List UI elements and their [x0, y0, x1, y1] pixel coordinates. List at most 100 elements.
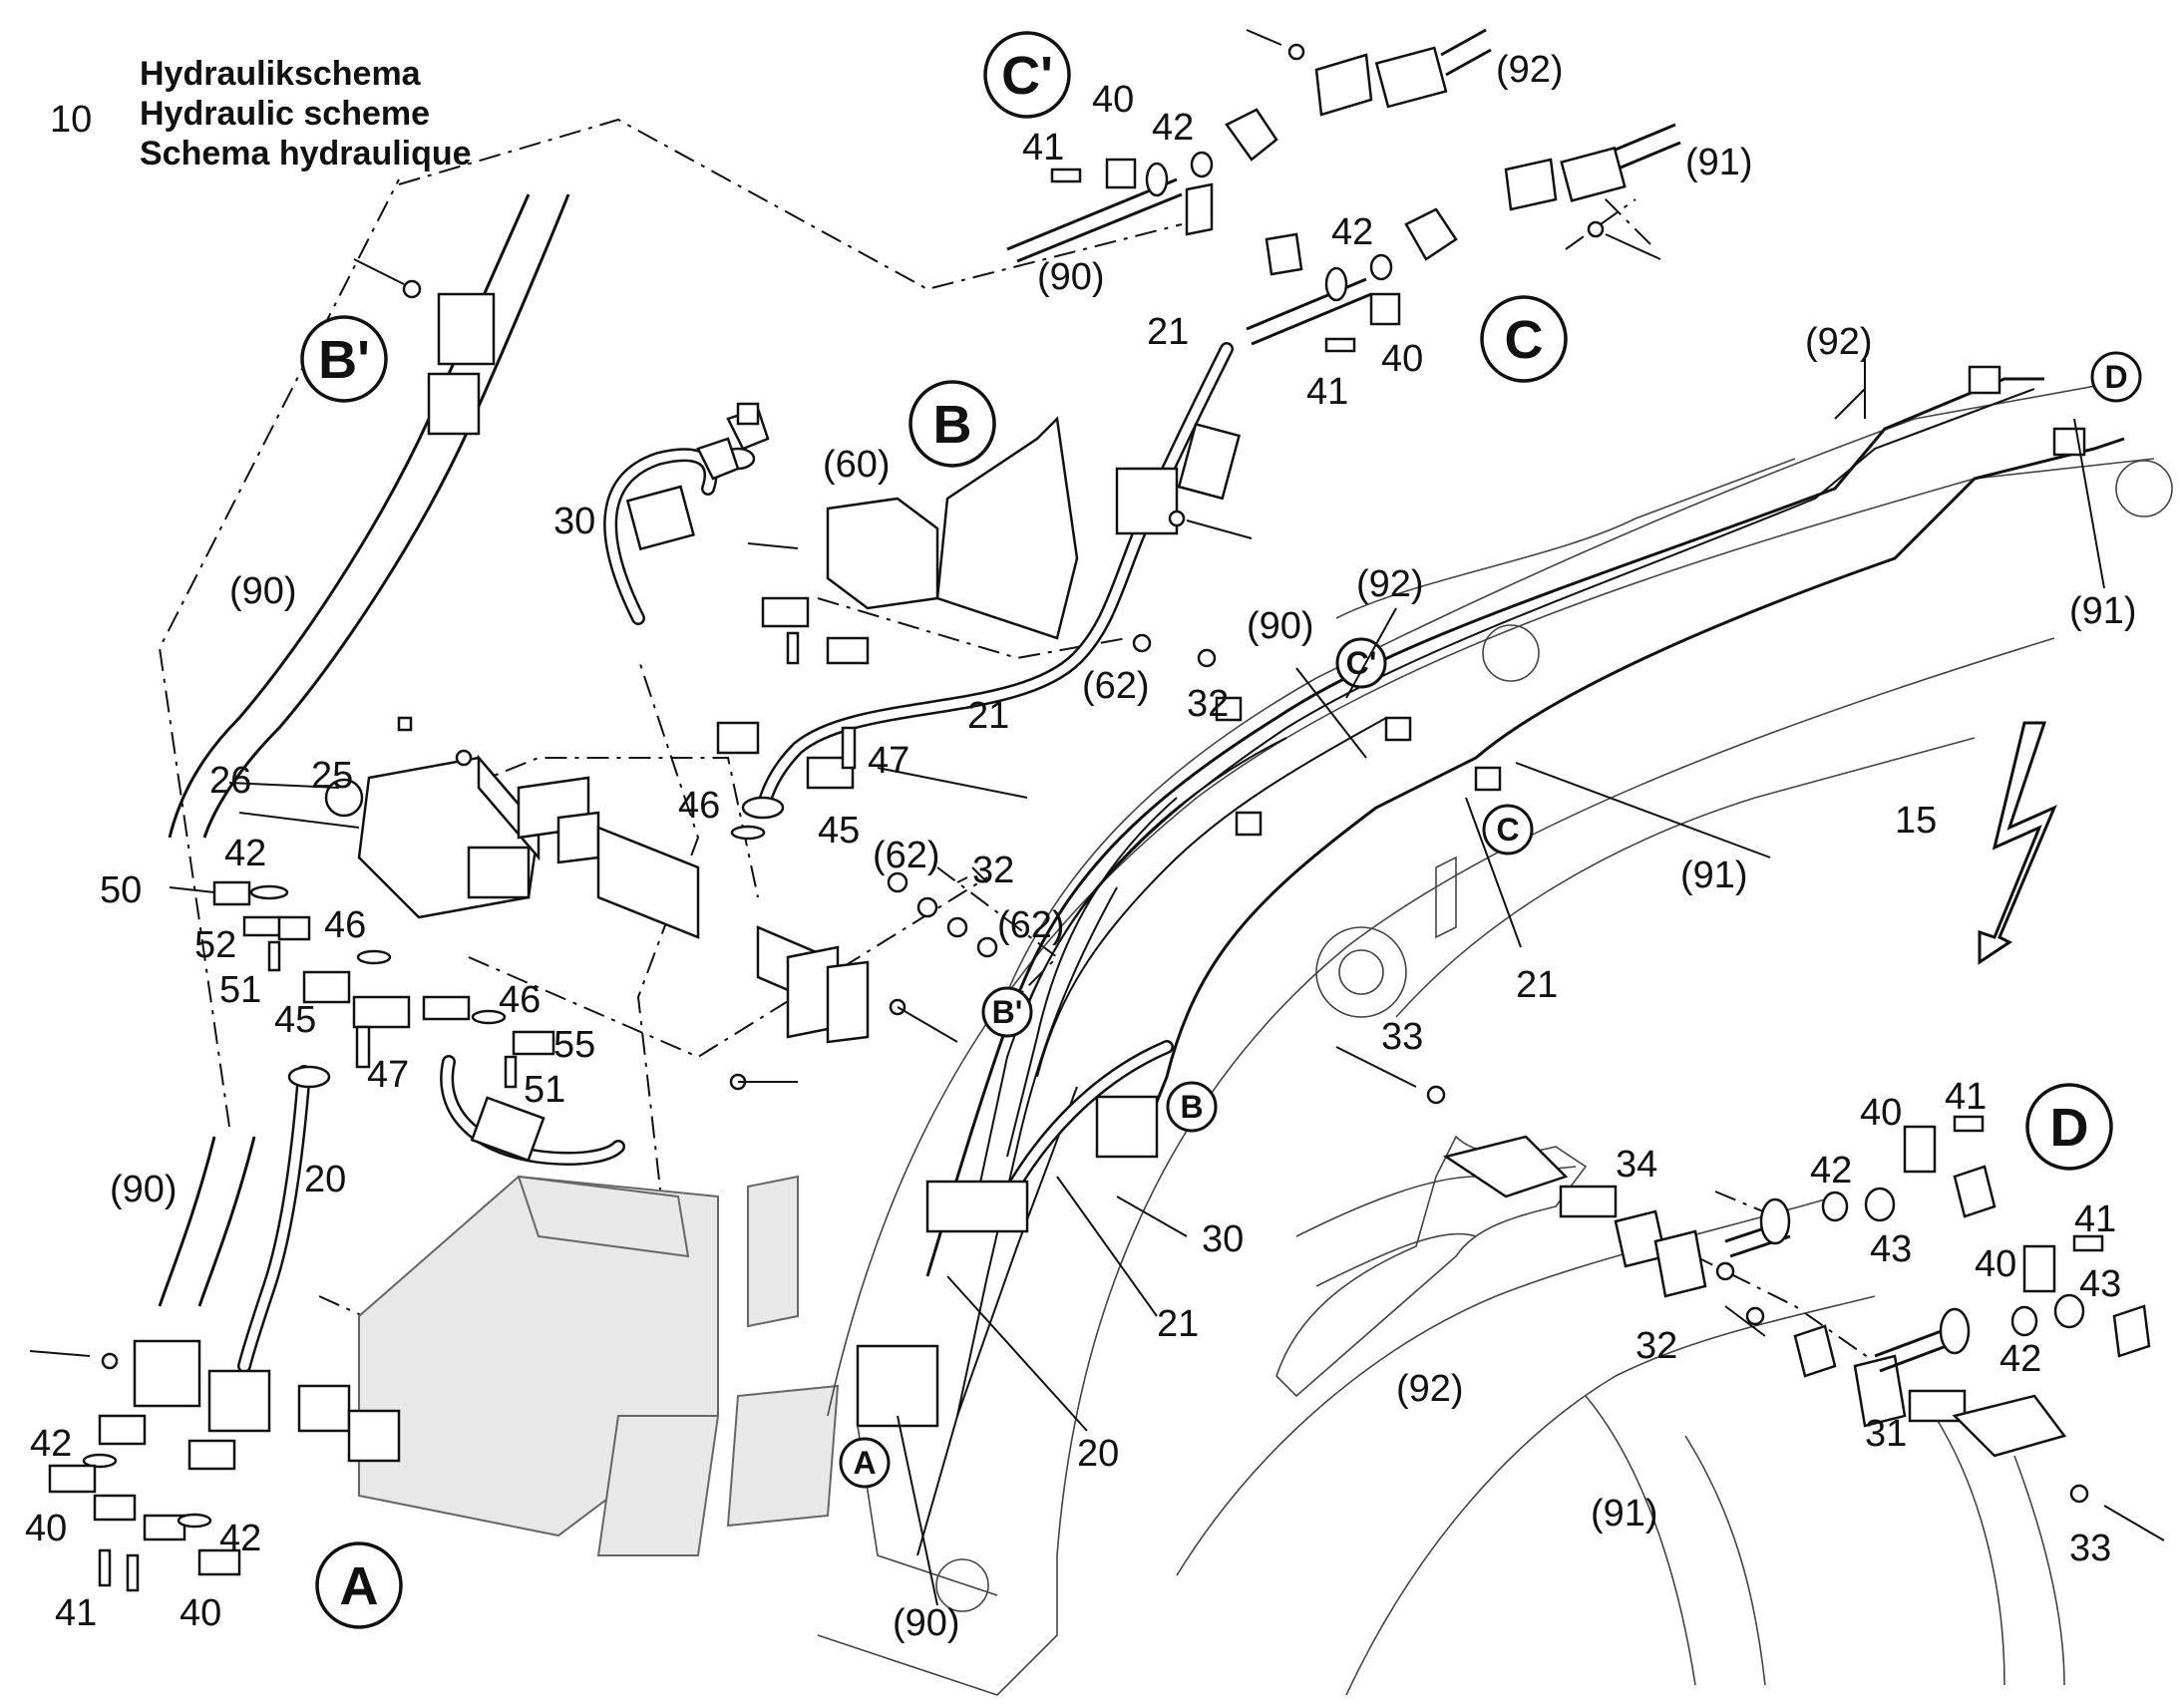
washer-62 [1132, 633, 1152, 653]
flange-half-a1 [98, 1414, 147, 1446]
boom-marker-c [1482, 804, 1534, 855]
washer-d1 [1715, 1261, 1735, 1281]
bolt-41-a [98, 1548, 112, 1587]
callout-91-lower: (91) [1591, 1493, 1658, 1535]
title-en: Hydraulic scheme [140, 95, 430, 133]
bolt-51-b [504, 1055, 518, 1089]
callout-43-d2: 43 [2079, 1263, 2121, 1305]
callout-32-d: 32 [1635, 1325, 1677, 1367]
callout-62-a: (62) [1082, 665, 1150, 707]
clamp-40-c [1265, 232, 1303, 276]
view-arrow-15 [1978, 721, 2057, 965]
detail-marker-c [1480, 295, 1568, 383]
o-ring-42-g [1821, 1191, 1849, 1222]
callout-32-a: 32 [1187, 683, 1229, 725]
mounting-brackets [455, 749, 958, 1091]
bracket-b [935, 416, 1079, 640]
block-34 [1559, 1185, 1618, 1218]
callout-91-boom: (91) [2069, 590, 2137, 632]
washer-62-b [887, 871, 908, 893]
boom-manifold [856, 1344, 939, 1428]
clamp-half-cp [1185, 182, 1214, 236]
valve-block-25 [212, 716, 555, 1089]
callout-leaders [169, 359, 2105, 1606]
clamp-d4 [1853, 1354, 1907, 1428]
header: 10 Hydraulikschema Hydraulic scheme Sche… [50, 55, 472, 172]
callout-92-mid: (92) [1356, 563, 1424, 605]
nut-32 [1197, 648, 1217, 668]
fitting-52 [242, 915, 281, 937]
detail-a-assembly [29, 1175, 840, 1592]
callout-52: 52 [194, 924, 236, 966]
callout-46-b: 46 [678, 785, 720, 827]
callout-41-a: 41 [55, 1592, 97, 1634]
callout-51-b: 51 [524, 1069, 565, 1111]
bolt-47 [355, 1025, 371, 1069]
boom-clamp-2 [1215, 696, 1243, 722]
o-ring-42-h [2010, 1305, 2038, 1337]
callout-92-boom: (92) [1805, 321, 1873, 363]
callout-42-c-a: 42 [219, 1518, 261, 1559]
detail-marker-b-prime [300, 315, 388, 403]
clamp-d2 [1653, 1229, 1707, 1298]
excavator-boom [817, 378, 2173, 1696]
o-ring-42-d [177, 1513, 212, 1529]
clamp-half-d2 [2112, 1304, 2151, 1358]
detail-label-d: D [2050, 1098, 2089, 1158]
valve-port [467, 846, 531, 899]
pipe-20-flange [287, 1065, 331, 1089]
callout-21-top: 21 [1147, 311, 1189, 353]
boom-pin [1482, 624, 1540, 682]
boom-marker-b [1166, 1081, 1218, 1133]
bolt-41-b [126, 1553, 140, 1592]
callout-32-b: 32 [972, 850, 1014, 891]
flange-plate-c-prime [1225, 108, 1278, 162]
callout-41-d2: 41 [2074, 1198, 2116, 1240]
callout-91-top: (91) [1685, 142, 1753, 183]
title-fr: Schema hydraulique [140, 135, 472, 172]
callout-21-mid: 21 [967, 695, 1009, 737]
bolt-41-d2 [2072, 1234, 2104, 1252]
callout-40-cp: 40 [1092, 79, 1134, 121]
callout-labels: (92) 40 42 41 (91) (90) 42 21 40 41 (92)… [25, 49, 2137, 1644]
callout-90-cp: (90) [1037, 256, 1105, 298]
callout-15: 15 [1895, 800, 1937, 842]
detail-marker-b [908, 380, 996, 468]
callout-92-lower: (92) [1396, 1368, 1464, 1410]
detail-marker-c-prime [983, 31, 1071, 119]
detail-b-assembly [696, 402, 1253, 958]
pipe-21 [741, 342, 1234, 820]
detail-label-c-prime: C' [1001, 46, 1053, 106]
boom-valve-b [1095, 1095, 1159, 1159]
title-de: Hydraulikschema [140, 55, 422, 93]
boom-clamp-c [1474, 766, 1502, 792]
callout-90-bottom: (90) [893, 1602, 960, 1644]
nut-d1 [1745, 1306, 1765, 1326]
fitting-46 [422, 995, 471, 1021]
detail-d-assembly [1176, 1046, 2165, 1696]
callout-42-cp: 42 [1152, 107, 1194, 149]
clamp-40-d1 [1903, 1125, 1937, 1174]
clamp-half-c-lower [1369, 292, 1401, 326]
clamp-half-d1 [1953, 1165, 1997, 1218]
boom-label-a: A [853, 1445, 876, 1481]
flange-d2 [1939, 1307, 1971, 1355]
callout-20-a: 20 [304, 1159, 346, 1200]
hose-30-sleeve [625, 485, 695, 551]
callout-42-d1: 42 [1810, 1150, 1852, 1192]
clamp-b [1115, 467, 1179, 535]
o-ring-42-c [82, 1453, 118, 1469]
hose-30 [440, 448, 718, 1166]
boom-pipes [856, 365, 2125, 1596]
bolt-top-25 [397, 716, 413, 732]
callout-26: 26 [209, 760, 251, 802]
clamp-top-b [736, 402, 760, 426]
pipe-21-flange [741, 796, 785, 820]
clamp-half-b [352, 995, 411, 1029]
callout-40-b: 40 [180, 1592, 221, 1634]
boom-clamp-1 [1235, 811, 1263, 837]
clamp-b-lower [761, 596, 810, 628]
callout-34: 34 [1616, 1144, 1657, 1186]
clamp-40-c [197, 1548, 241, 1576]
washer-b-prime [402, 279, 422, 299]
